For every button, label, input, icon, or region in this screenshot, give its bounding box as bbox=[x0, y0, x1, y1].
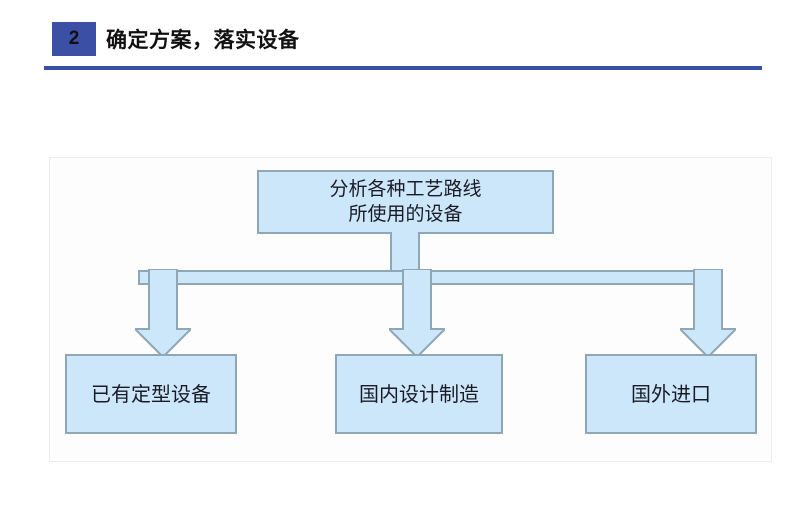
flowchart-branch-node-2: 国内设计制造 bbox=[335, 354, 503, 434]
header-divider bbox=[44, 66, 762, 70]
flowchart-container: 分析各种工艺路线 所使用的设备 已有定型设备 国内设计制造 国外进口 bbox=[49, 157, 772, 462]
arrow-down-icon-branch-1 bbox=[135, 269, 191, 358]
arrow-down-icon-branch-3 bbox=[680, 269, 736, 358]
slide-header: 2 确定方案，落实设备 bbox=[0, 0, 808, 80]
arrow-down-icon-branch-2 bbox=[389, 269, 445, 358]
connector-stem-vertical bbox=[390, 232, 420, 274]
step-number-badge: 2 bbox=[52, 22, 96, 56]
root-node-line2: 所使用的设备 bbox=[348, 203, 463, 225]
flowchart-root-node: 分析各种工艺路线 所使用的设备 bbox=[257, 170, 554, 234]
flowchart-branch-node-3: 国外进口 bbox=[585, 354, 757, 434]
root-node-line1: 分析各种工艺路线 bbox=[329, 178, 482, 201]
page-title: 确定方案，落实设备 bbox=[106, 28, 300, 52]
flowchart-branch-node-1: 已有定型设备 bbox=[65, 354, 237, 434]
